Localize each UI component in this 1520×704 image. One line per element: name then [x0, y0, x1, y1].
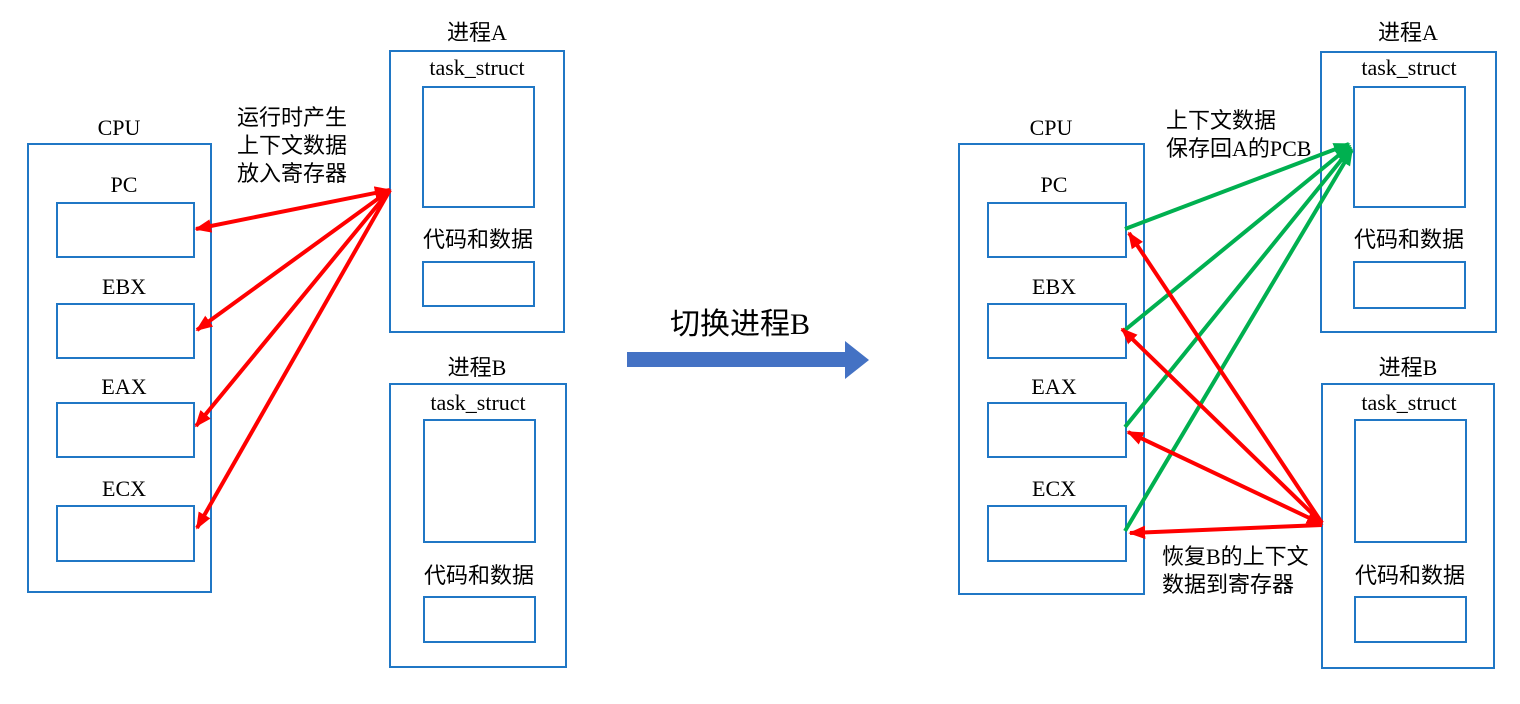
annotation-line: 上下文数据: [237, 133, 348, 158]
annotation-line: 上下文数据: [1166, 108, 1277, 133]
right-register-label-ebx: EBX: [1032, 274, 1076, 299]
right-register-box-ebx: [987, 303, 1127, 359]
red-arrow-a-to-pc: [194, 186, 392, 233]
left-process-a-title: 进程A: [447, 20, 507, 45]
annotation-line: 数据到寄存器: [1162, 572, 1295, 597]
right-register-label-eax: EAX: [1031, 374, 1077, 399]
left-process-b-code-data-label: 代码和数据: [423, 563, 535, 588]
annotation-line: 恢复B的上下文: [1162, 544, 1309, 569]
left-process-a-task-struct-label: task_struct: [429, 55, 525, 80]
red-arrow-b-to-pc: [1127, 231, 1324, 525]
left-register-label-ecx: ECX: [102, 476, 146, 501]
left-run-context-annotation: 运行时产生 上下文数据 放入寄存器: [237, 104, 347, 188]
right-register-box-eax: [987, 402, 1127, 458]
right-register-label-ecx: ECX: [1032, 476, 1076, 501]
left-process-b-title: 进程B: [447, 355, 507, 380]
left-process-b-code-data-rect: [423, 596, 536, 643]
left-register-box-ebx: [56, 303, 195, 359]
red-arrow-a-to-ebx: [195, 188, 392, 332]
transition-label: 切换进程B: [669, 308, 811, 341]
left-process-a-code-data-label: 代码和数据: [422, 227, 534, 252]
annotation-line: 保存回A的PCB: [1166, 136, 1312, 161]
red-arrow-b-to-ebx: [1120, 327, 1324, 525]
green-arrow-ecx-to-a: [1123, 148, 1354, 533]
red-arrow-a-to-ecx: [195, 189, 392, 530]
right-register-box-pc: [987, 202, 1127, 258]
green-arrow-eax-to-a: [1123, 146, 1353, 429]
left-process-a-code-data-rect: [422, 261, 535, 307]
save-context-annotation: 上下文数据 保存回A的PCB: [1166, 107, 1311, 163]
red-arrow-a-to-eax: [194, 188, 392, 428]
right-process-b-code-data-rect: [1354, 596, 1467, 643]
left-register-label-pc: PC: [110, 172, 138, 197]
green-arrow-ebx-to-a: [1123, 144, 1352, 332]
left-process-b-pcb-rect: [423, 419, 536, 543]
right-process-b-task-struct-label: task_struct: [1361, 390, 1457, 415]
right-process-b-code-data-label: 代码和数据: [1354, 563, 1466, 588]
left-cpu-title: CPU: [97, 115, 141, 140]
left-process-a-pcb-rect: [422, 86, 535, 208]
red-arrow-b-to-eax: [1126, 430, 1324, 526]
right-process-a-title: 进程A: [1378, 20, 1438, 45]
left-process-b-task-struct-label: task_struct: [430, 390, 526, 415]
right-process-a-task-struct-label: task_struct: [1361, 55, 1457, 80]
left-register-label-ebx: EBX: [102, 274, 146, 299]
right-register-label-pc: PC: [1040, 172, 1068, 197]
left-register-box-ecx: [56, 505, 195, 562]
left-register-box-pc: [56, 202, 195, 258]
right-process-a-pcb-rect: [1353, 86, 1466, 208]
transition-arrow: [627, 341, 869, 379]
right-process-b-pcb-rect: [1354, 419, 1467, 543]
red-arrow-b-to-ecx: [1128, 523, 1323, 540]
right-process-a-code-data-rect: [1353, 261, 1466, 309]
right-cpu-title: CPU: [1029, 115, 1073, 140]
annotation-line: 运行时产生: [237, 105, 348, 130]
annotation-line: 放入寄存器: [237, 161, 348, 186]
left-register-label-eax: EAX: [101, 374, 147, 399]
right-process-a-code-data-label: 代码和数据: [1353, 227, 1465, 252]
left-register-box-eax: [56, 402, 195, 458]
right-process-b-title: 进程B: [1378, 355, 1438, 380]
restore-context-annotation: 恢复B的上下文 数据到寄存器: [1162, 543, 1309, 599]
right-register-box-ecx: [987, 505, 1127, 562]
